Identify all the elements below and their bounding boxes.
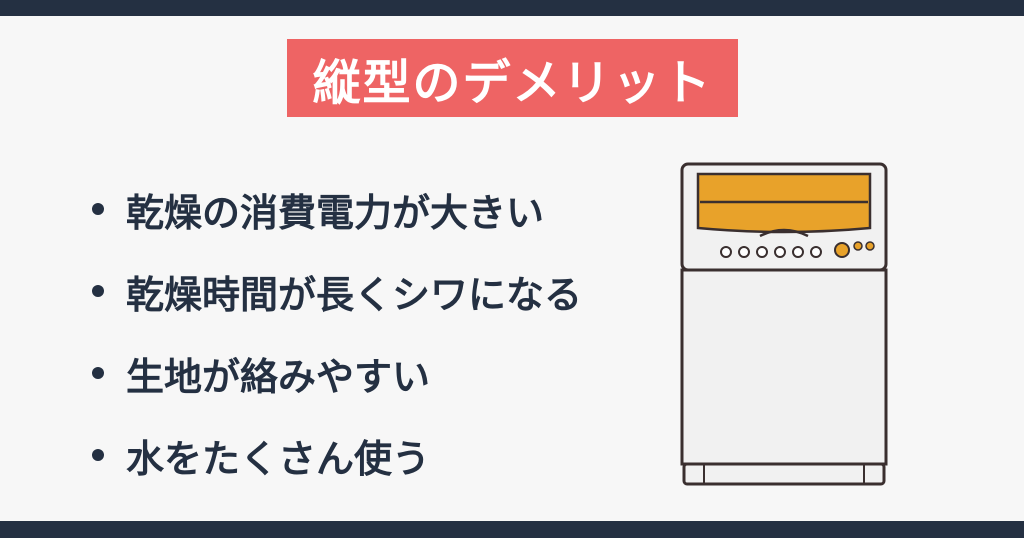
list-item: 乾燥時間が長くシワになる	[92, 250, 582, 332]
bullet-dot-icon	[92, 203, 104, 215]
indicator-icon	[865, 241, 875, 251]
page-title: 縦型のデメリット	[312, 55, 713, 111]
bottom-bar	[0, 521, 1024, 538]
bullet-text: 乾燥の消費電力が大きい	[126, 190, 545, 235]
bullet-text: 生地が絡みやすい	[126, 354, 431, 399]
bullet-dot-icon	[92, 449, 104, 461]
list-item: 生地が絡みやすい	[92, 332, 582, 414]
indicator-icon	[853, 241, 863, 251]
list-item: 乾燥の消費電力が大きい	[92, 168, 582, 250]
list-item: 水をたくさん使う	[92, 414, 582, 496]
bullet-text: 乾燥時間が長くシワになる	[126, 272, 583, 317]
bullet-dot-icon	[92, 285, 104, 297]
title-banner: 縦型のデメリット	[287, 39, 738, 117]
washing-machine-illustration	[680, 162, 888, 486]
bullet-dot-icon	[92, 367, 104, 379]
top-bar	[0, 0, 1024, 16]
bullet-list: 乾燥の消費電力が大きい 乾燥時間が長くシワになる 生地が絡みやすい 水をたくさん…	[92, 168, 582, 496]
machine-body	[680, 268, 888, 466]
bullet-text: 水をたくさん使う	[126, 436, 431, 481]
control-buttons	[720, 246, 822, 258]
machine-base	[682, 462, 886, 486]
lid-arc	[759, 228, 809, 238]
start-dial-icon	[834, 242, 850, 258]
